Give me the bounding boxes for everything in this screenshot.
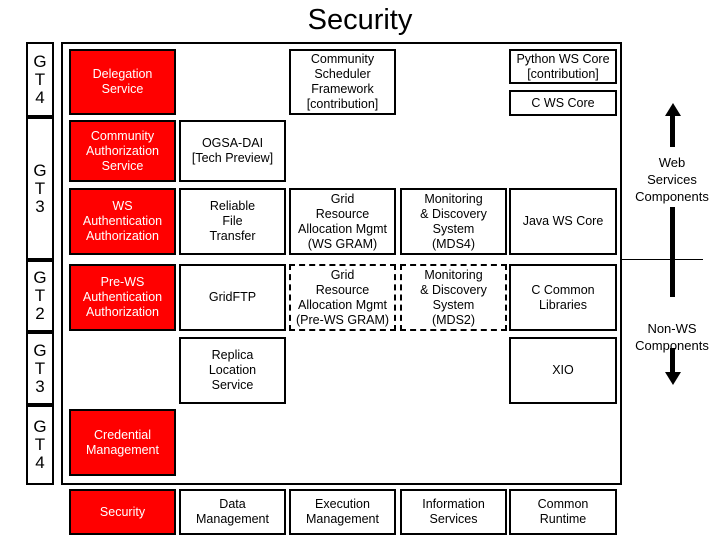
arrow-up-icon: [665, 103, 681, 116]
version-char: 4: [35, 453, 45, 472]
version-label-gt2: G T 2: [26, 260, 54, 332]
component-ogsa-dai[interactable]: OGSA-DAI [Tech Preview]: [179, 120, 286, 182]
category-information-services[interactable]: Information Services: [400, 489, 507, 535]
category-execution-management[interactable]: Execution Management: [289, 489, 396, 535]
component-c-common-libraries[interactable]: C Common Libraries: [509, 264, 617, 331]
component-pre-ws-authentication-authorization[interactable]: Pre-WS Authentication Authorization: [69, 264, 176, 331]
category-common-runtime[interactable]: Common Runtime: [509, 489, 617, 535]
arrow-down-shaft-upper: [670, 207, 675, 297]
component-community-scheduler-framework[interactable]: Community Scheduler Framework [contribut…: [289, 49, 396, 115]
component-xio[interactable]: XIO: [509, 337, 617, 404]
component-ws-gram[interactable]: Grid Resource Allocation Mgmt (WS GRAM): [289, 188, 396, 255]
version-label-gt3-lower: G T 3: [26, 332, 54, 405]
component-c-ws-core[interactable]: C WS Core: [509, 90, 617, 116]
version-char: G: [33, 160, 47, 180]
component-python-ws-core[interactable]: Python WS Core [contribution]: [509, 49, 617, 84]
arrow-down-icon: [665, 372, 681, 385]
version-char: 3: [35, 376, 45, 396]
version-char: T: [34, 286, 46, 305]
legend-non-ws-line1: Non-WS Components: [635, 321, 709, 353]
arrow-down-shaft-lower: [670, 348, 675, 374]
component-ws-authentication-authorization[interactable]: WS Authentication Authorization: [69, 188, 176, 255]
version-char: 2: [35, 304, 45, 323]
version-char: G: [33, 268, 47, 287]
version-char: T: [34, 358, 46, 378]
component-credential-management[interactable]: Credential Management: [69, 409, 176, 476]
version-char: 4: [35, 87, 45, 107]
component-mds4[interactable]: Monitoring & Discovery System (MDS4): [400, 188, 507, 255]
component-java-ws-core[interactable]: Java WS Core: [509, 188, 617, 255]
component-gridftp[interactable]: GridFTP: [179, 264, 286, 331]
page-title: Security: [307, 4, 413, 36]
component-mds2[interactable]: Monitoring & Discovery System (MDS2): [400, 264, 507, 331]
category-security[interactable]: Security: [69, 489, 176, 535]
version-char: T: [34, 69, 46, 89]
component-reliable-file-transfer[interactable]: Reliable File Transfer: [179, 188, 286, 255]
legend-web-services: Web Services Components: [635, 155, 709, 204]
ws-nonws-divider: [621, 259, 703, 260]
legend-non-ws: Non-WS Components: [610, 303, 720, 371]
version-char: G: [33, 340, 47, 360]
version-char: G: [33, 417, 47, 436]
version-char: T: [34, 435, 46, 454]
component-delegation-service[interactable]: Delegation Service: [69, 49, 176, 115]
component-community-authorization-service[interactable]: Community Authorization Service: [69, 120, 176, 182]
version-char: T: [34, 178, 46, 198]
version-char: G: [33, 51, 47, 71]
version-label-gt4-bottom: G T 4: [26, 405, 54, 485]
category-data-management[interactable]: Data Management: [179, 489, 286, 535]
version-label-gt4-top: G T 4: [26, 42, 54, 117]
component-replica-location-service[interactable]: Replica Location Service: [179, 337, 286, 404]
version-char: 3: [35, 196, 45, 216]
arrow-up-shaft: [670, 115, 675, 147]
version-label-gt3-upper: G T 3: [26, 117, 54, 260]
component-pre-ws-gram[interactable]: Grid Resource Allocation Mgmt (Pre-WS GR…: [289, 264, 396, 331]
